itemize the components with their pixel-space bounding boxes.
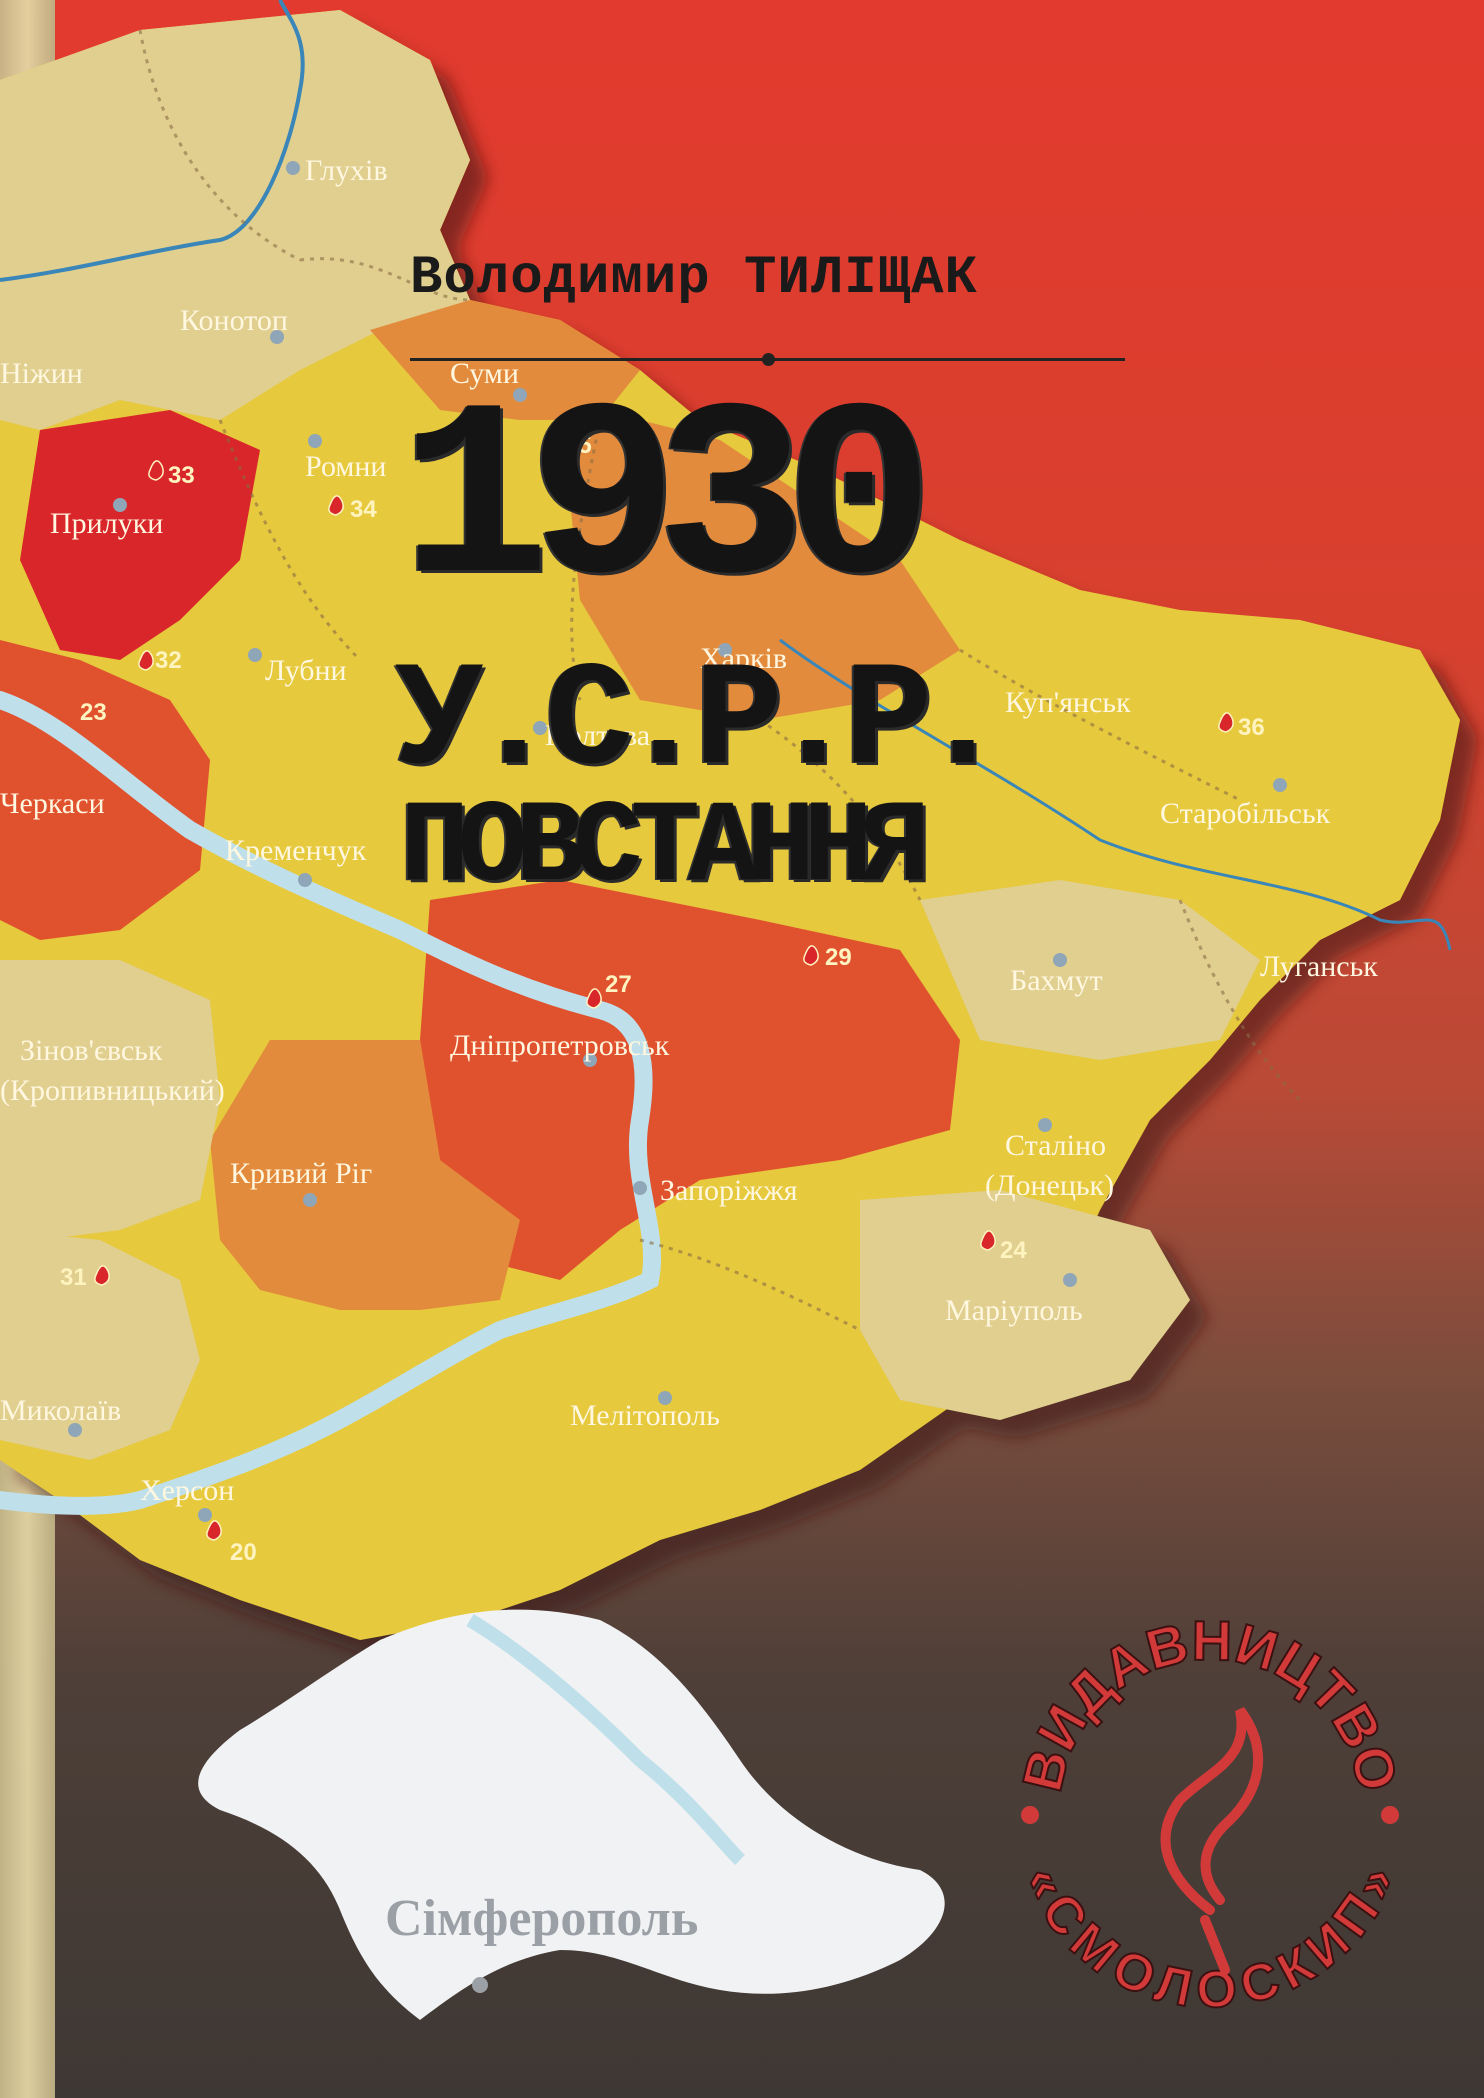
city-melitopol: Мелітополь	[570, 1399, 720, 1432]
flame-icon	[803, 945, 819, 966]
city-dnipropetrovsk: Дніпропетровськ	[450, 1029, 670, 1062]
city-konotop: Конотоп	[180, 304, 288, 337]
city-hlukhiv: Глухів	[305, 154, 388, 187]
flame-icon	[94, 1265, 110, 1286]
region-mykolaiv	[0, 1230, 200, 1460]
marker-23: 23	[80, 699, 107, 726]
torch-icon	[1160, 1707, 1264, 1975]
crimea	[198, 1609, 945, 2020]
desna-river	[0, 0, 305, 282]
marker-27: 27	[605, 971, 632, 998]
flame-icon	[1218, 712, 1234, 733]
city-starobilsk: Старобільськ	[1160, 797, 1331, 830]
marker-24: 24	[1000, 1237, 1027, 1264]
city-kropyvnytskyi: (Кропивницький)	[0, 1074, 225, 1107]
city-luhansk: Луганськ	[1260, 950, 1378, 983]
flame-icon	[138, 650, 154, 671]
city-stalino: Сталіно	[1005, 1129, 1106, 1162]
city-romny: Ромни	[305, 450, 386, 483]
region-kharkiv	[560, 400, 960, 720]
city-zaporizhzhia: Запоріжжя	[660, 1174, 798, 1207]
city-kharkiv: Харків	[700, 642, 787, 675]
region-cherkasy	[0, 640, 210, 940]
sivash-water	[466, 1613, 745, 1865]
region-north	[0, 10, 470, 430]
city-kherson: Херсон	[140, 1474, 234, 1507]
region-dnipropetrovsk	[420, 880, 960, 1280]
city-bakhmut: Бахмут	[1010, 964, 1103, 997]
city-kremenchuk: Кременчук	[225, 834, 367, 867]
publisher-name-top: ВИДАВНИЦТВО	[1009, 1608, 1411, 1798]
marker-36: 36	[1238, 714, 1265, 741]
author-name: Володимир ТИЛІЩАК	[410, 248, 978, 309]
marker-35: 35	[565, 432, 592, 459]
flame-icon	[206, 1520, 222, 1541]
city-nizhyn: Ніжин	[0, 357, 83, 390]
marker-32: 32	[155, 647, 182, 674]
city-lubny: Лубни	[265, 654, 347, 687]
title-year: 1930	[400, 363, 934, 646]
city-cherkasy: Черкаси	[0, 787, 105, 820]
svg-text:ВИДАВНИЦТВО: ВИДАВНИЦТВО	[1010, 1609, 1410, 1797]
city-kryvyi-rih: Кривий Ріг	[230, 1157, 372, 1190]
flame-icon	[328, 495, 344, 516]
flame-icons	[94, 460, 1234, 1541]
flame-icon	[980, 1230, 996, 1251]
title-country: У.С.Р.Р.	[395, 640, 1008, 807]
dnipro-river	[0, 691, 662, 1515]
boundary-lines	[138, 29, 1302, 1332]
city-zinoviivsk: Зінов'євськ	[20, 1034, 163, 1067]
city-kupiansk: Куп'янськ	[1005, 686, 1131, 719]
publisher-logo: ВИДАВНИЦТВО «СМОЛОСКИП»	[1009, 1608, 1411, 2020]
marker-33: 33	[168, 462, 195, 489]
marker-20: 20	[230, 1539, 257, 1566]
donets-river	[779, 638, 1452, 951]
city-mykolaiv: Миколаїв	[0, 1394, 121, 1427]
title-subject: ПОВСТАННЯ	[400, 782, 931, 914]
divider-dot	[762, 353, 775, 366]
flame-icon	[148, 460, 164, 481]
marker-34: 34	[350, 496, 377, 523]
city-pryluky: Прилуки	[50, 507, 163, 540]
city-simferopol: Сімферополь	[385, 1890, 698, 1947]
region-bakhmut	[920, 880, 1260, 1060]
city-poltava: Полтава	[545, 719, 650, 752]
marker-29: 29	[825, 944, 852, 971]
city-mariupol: Маріуполь	[945, 1294, 1083, 1327]
marker-31: 31	[60, 1264, 87, 1291]
city-sumy: Суми	[450, 357, 519, 390]
region-kryvyi-rih	[210, 1040, 520, 1310]
city-donetsk: (Донецьк)	[985, 1169, 1114, 1202]
flame-icon	[586, 988, 602, 1009]
region-mariupol	[860, 1190, 1190, 1420]
region-zinoviivsk	[0, 960, 220, 1240]
region-pryluky	[20, 410, 260, 660]
